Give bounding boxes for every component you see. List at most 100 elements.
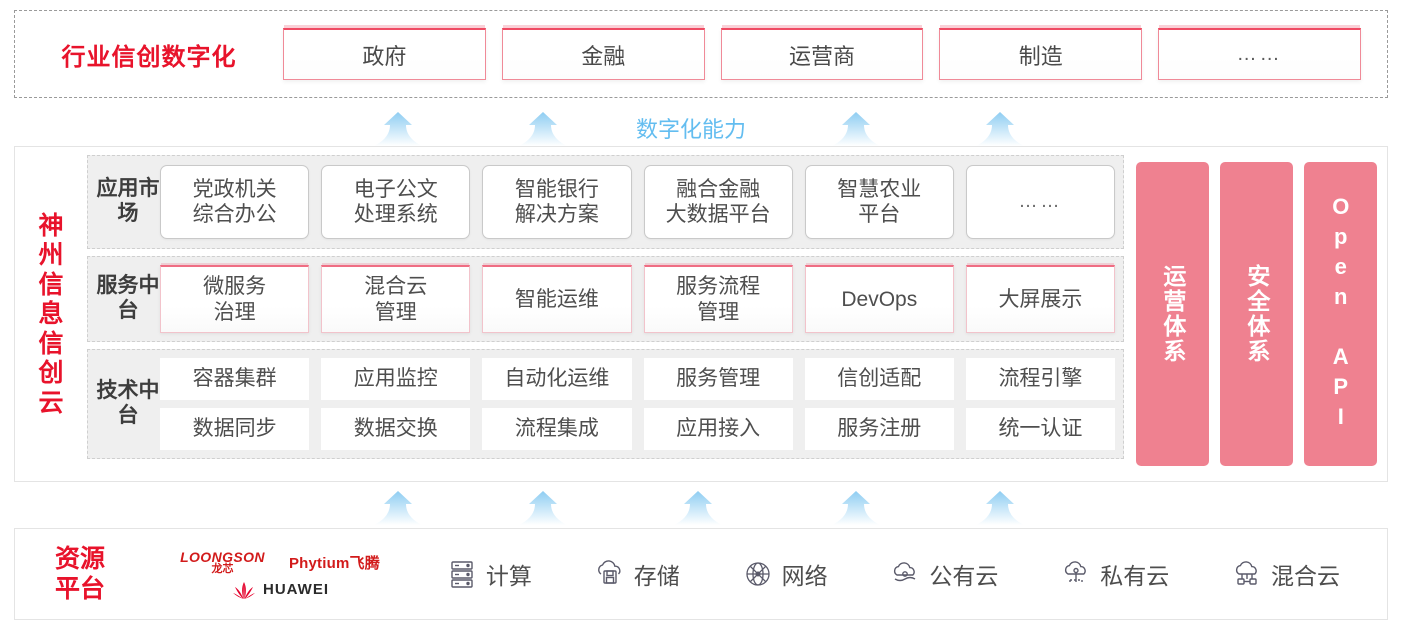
resource-item-label: 网络 — [781, 563, 828, 589]
pillar-open-api[interactable]: Open API — [1304, 162, 1377, 466]
tech-card-data-exchange[interactable]: 数据交换 — [321, 408, 471, 450]
resource-item-network[interactable]: 网络 — [742, 557, 828, 591]
vendor-logo-group: LOONGSON 龙芯 Phytium飞腾 HUAWEI — [145, 550, 415, 599]
capability-arrow-strip-bottom — [0, 487, 1402, 525]
cloud-title-char: 神 — [38, 211, 64, 240]
up-arrow-icon — [515, 491, 571, 525]
up-arrow-icon — [515, 112, 571, 146]
industry-card-more[interactable]: …… — [1158, 28, 1361, 80]
layer-app-market: 应用市场 党政机关综合办公 电子公文处理系统 智能银行解决方案 融合金融大数据平… — [87, 155, 1124, 249]
resource-title-line: 资源 — [54, 545, 105, 573]
tech-card-app-monitoring[interactable]: 应用监控 — [321, 358, 471, 400]
huawei-logo: HUAWEI — [231, 581, 329, 599]
up-arrow-icon — [370, 112, 426, 146]
resource-item-public-cloud[interactable]: 公有云 — [889, 557, 998, 591]
tech-card-service-mgmt[interactable]: 服务管理 — [643, 358, 793, 400]
tech-platform-row: 数据同步 数据交换 流程集成 应用接入 服务注册 统一认证 — [160, 408, 1116, 450]
cloud-title-char: 云 — [38, 388, 64, 417]
hybrid-cloud-icon — [1231, 558, 1263, 590]
layer-label-tech-platform: 技术中台 — [96, 379, 160, 427]
up-arrow-icon — [972, 112, 1028, 146]
tech-card-app-access[interactable]: 应用接入 — [643, 408, 793, 450]
cloud-title-char: 信 — [38, 270, 64, 299]
cloud-title-char: 息 — [38, 300, 64, 329]
industry-card-finance[interactable]: 金融 — [501, 28, 705, 80]
huawei-logo-text: HUAWEI — [263, 581, 329, 598]
vendor-logo-row: HUAWEI — [231, 581, 329, 599]
resource-item-label: 存储 — [633, 563, 680, 589]
tech-card-service-registry[interactable]: 服务注册 — [804, 408, 954, 450]
phytium-logo: Phytium飞腾 — [288, 554, 380, 572]
svc-card-devops[interactable]: DevOps — [804, 265, 954, 333]
resource-item-label: 私有云 — [1100, 563, 1170, 589]
resource-item-list: 计算 存储 — [415, 557, 1387, 591]
server-icon — [446, 558, 478, 590]
app-card-smart-bank[interactable]: 智能银行解决方案 — [482, 165, 632, 239]
app-card-edoc-system[interactable]: 电子公文处理系统 — [321, 165, 471, 239]
layer-label-app-market: 应用市场 — [96, 177, 160, 225]
tech-card-container-cluster[interactable]: 容器集群 — [160, 358, 310, 400]
cloud-pillar-list: 运营体系 安全体系 Open API — [1136, 155, 1377, 473]
industry-card-manufacturing[interactable]: 制造 — [939, 28, 1143, 80]
svc-card-hybrid-cloud-mgmt[interactable]: 混合云管理 — [321, 265, 471, 333]
loongson-logo-cn: 龙芯 — [211, 562, 234, 575]
up-arrow-icon — [828, 112, 884, 146]
private-cloud-icon — [1060, 558, 1092, 590]
cloud-platform-body: 应用市场 党政机关综合办公 电子公文处理系统 智能银行解决方案 融合金融大数据平… — [87, 147, 1387, 481]
network-icon — [742, 558, 774, 590]
layer-tech-platform: 技术中台 容器集群 应用监控 自动化运维 服务管理 信创适配 流程引擎 数据同步 — [87, 349, 1124, 459]
huawei-flower-icon — [231, 581, 257, 599]
cloud-title-char: 州 — [38, 241, 64, 270]
service-platform-items: 微服务治理 混合云管理 智能运维 服务流程管理 DevOps 大屏展示 — [160, 265, 1116, 333]
tech-card-process-engine[interactable]: 流程引擎 — [965, 358, 1116, 400]
public-cloud-icon — [889, 558, 921, 590]
resource-item-hybrid-cloud[interactable]: 混合云 — [1231, 557, 1340, 591]
pillar-label: 运营体系 — [1159, 264, 1186, 364]
svc-card-microservice-governance[interactable]: 微服务治理 — [160, 265, 310, 333]
pillar-label: 安全体系 — [1243, 264, 1270, 364]
cloud-storage-icon — [594, 558, 626, 590]
layer-label-service-platform: 服务中台 — [96, 274, 160, 322]
vendor-logo-row: LOONGSON 龙芯 Phytium飞腾 — [180, 550, 380, 575]
up-arrow-icon — [828, 491, 884, 525]
tech-platform-row: 容器集群 应用监控 自动化运维 服务管理 信创适配 流程引擎 — [160, 358, 1116, 400]
resource-item-compute[interactable]: 计算 — [446, 557, 532, 591]
resource-item-label: 混合云 — [1271, 563, 1341, 589]
tech-card-data-sync[interactable]: 数据同步 — [160, 408, 310, 450]
resource-item-private-cloud[interactable]: 私有云 — [1060, 557, 1169, 591]
industry-card-telecom[interactable]: 运营商 — [720, 28, 924, 80]
cloud-layer-list: 应用市场 党政机关综合办公 电子公文处理系统 智能银行解决方案 融合金融大数据平… — [87, 155, 1124, 473]
resource-item-storage[interactable]: 存储 — [594, 557, 680, 591]
industry-band: 行业信创数字化 政府 金融 运营商 制造 …… — [14, 10, 1388, 98]
up-arrow-icon — [670, 491, 726, 525]
pillar-operations-system[interactable]: 运营体系 — [1136, 162, 1209, 466]
cloud-platform-title: 神 州 信 息 信 创 云 — [15, 147, 87, 481]
resource-platform-title: 资源 平台 — [15, 544, 145, 604]
loongson-logo: LOONGSON 龙芯 — [180, 550, 265, 575]
tech-card-unified-auth[interactable]: 统一认证 — [965, 408, 1116, 450]
resource-item-label: 计算 — [485, 563, 532, 589]
svc-card-intelligent-ops[interactable]: 智能运维 — [482, 265, 632, 333]
tech-card-process-integration[interactable]: 流程集成 — [482, 408, 632, 450]
app-card-finance-bigdata[interactable]: 融合金融大数据平台 — [643, 165, 793, 239]
app-market-items: 党政机关综合办公 电子公文处理系统 智能银行解决方案 融合金融大数据平台 智慧农… — [160, 165, 1116, 239]
svc-card-service-process-mgmt[interactable]: 服务流程管理 — [643, 265, 793, 333]
capability-label: 数字化能力 — [636, 117, 747, 142]
app-card-smart-agriculture[interactable]: 智慧农业平台 — [804, 165, 954, 239]
tech-card-automated-ops[interactable]: 自动化运维 — [482, 358, 632, 400]
tech-platform-rows: 容器集群 应用监控 自动化运维 服务管理 信创适配 流程引擎 数据同步 数据交换… — [160, 358, 1116, 450]
app-card-gov-office[interactable]: 党政机关综合办公 — [160, 165, 310, 239]
capability-arrow-strip-top: 数字化能力 — [0, 108, 1402, 146]
cloud-title-char: 信 — [38, 329, 64, 358]
layer-service-platform: 服务中台 微服务治理 混合云管理 智能运维 服务流程管理 DevOps 大屏展示 — [87, 256, 1124, 342]
pillar-security-system[interactable]: 安全体系 — [1220, 162, 1293, 466]
app-card-more[interactable]: …… — [965, 165, 1116, 239]
up-arrow-icon — [370, 491, 426, 525]
up-arrow-icon — [972, 491, 1028, 525]
industry-card-government[interactable]: 政府 — [283, 28, 486, 80]
industry-card-list: 政府 金融 运营商 制造 …… — [283, 28, 1387, 80]
tech-card-xinchuang-adapt[interactable]: 信创适配 — [804, 358, 954, 400]
svc-card-dashboard-display[interactable]: 大屏展示 — [965, 265, 1116, 333]
resource-title-line: 平台 — [54, 575, 105, 603]
